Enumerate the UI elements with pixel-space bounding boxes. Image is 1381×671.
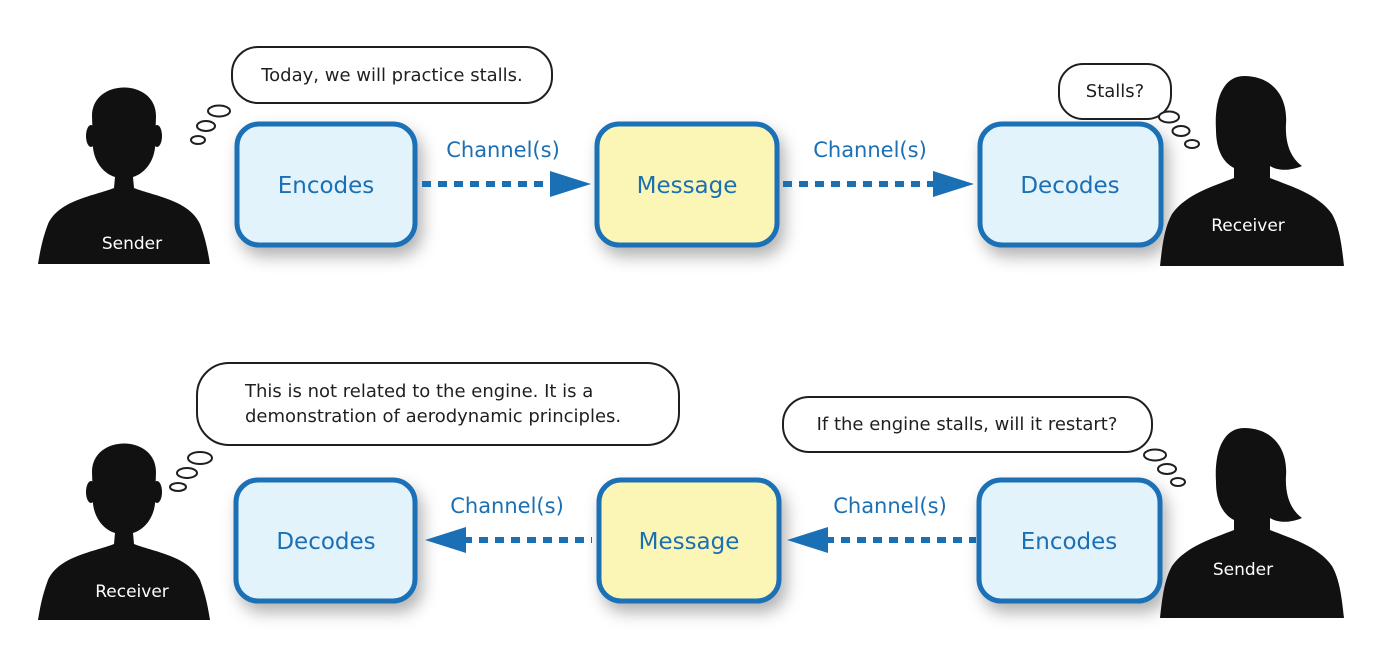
top-sender-label: Sender xyxy=(102,234,162,254)
bottom-decodes-label: Decodes xyxy=(276,529,375,555)
bottom-sender-silhouette xyxy=(1160,428,1344,618)
bottom-message-box: Message xyxy=(596,477,782,604)
bottom-sender-label: Sender xyxy=(1213,560,1273,580)
bottom-receiver-thought-bubble: This is not related to the engine. It is… xyxy=(169,362,680,492)
top-message-box: Message xyxy=(594,121,780,248)
bottom-channel-arrow-right xyxy=(787,527,976,553)
top-receiver-thought-bubble: Stalls? xyxy=(1058,63,1200,149)
bottom-receiver-thought-line1: This is not related to the engine. It is… xyxy=(244,381,593,402)
bottom-sender-thought-bubble: If the engine stalls, will it restart? xyxy=(782,396,1186,487)
bottom-row: Receiver This is not related to the engi… xyxy=(38,362,1344,620)
top-row: Sender Today, we will practice stalls. E… xyxy=(38,46,1344,266)
bottom-encodes-box: Encodes xyxy=(976,477,1163,604)
top-channel-arrow-right xyxy=(783,171,974,197)
top-sender-thought-text: Today, we will practice stalls. xyxy=(260,65,523,86)
top-message-label: Message xyxy=(637,173,738,199)
top-sender-thought-bubble: Today, we will practice stalls. xyxy=(190,46,553,145)
bottom-decodes-box: Decodes xyxy=(233,477,418,604)
top-encodes-label: Encodes xyxy=(278,173,375,199)
top-receiver-silhouette xyxy=(1160,76,1344,266)
top-receiver-thought-text: Stalls? xyxy=(1086,81,1144,102)
bottom-receiver-label: Receiver xyxy=(95,582,169,602)
bottom-channel-right-label: Channel(s) xyxy=(833,494,947,518)
bottom-sender-thought-text: If the engine stalls, will it restart? xyxy=(817,414,1118,435)
top-channel-arrow-left xyxy=(422,171,591,197)
top-channel-right-label: Channel(s) xyxy=(813,138,927,162)
bottom-encodes-label: Encodes xyxy=(1021,529,1118,555)
top-encodes-box: Encodes xyxy=(234,121,418,248)
top-decodes-box: Decodes xyxy=(977,121,1164,248)
top-decodes-label: Decodes xyxy=(1020,173,1119,199)
bottom-channel-left-label: Channel(s) xyxy=(450,494,564,518)
bottom-channel-arrow-left xyxy=(425,527,592,553)
top-receiver-label: Receiver xyxy=(1211,216,1285,236)
bottom-message-label: Message xyxy=(639,529,740,555)
top-channel-left-label: Channel(s) xyxy=(446,138,560,162)
bottom-receiver-thought-line2: demonstration of aerodynamic principles. xyxy=(245,406,621,427)
